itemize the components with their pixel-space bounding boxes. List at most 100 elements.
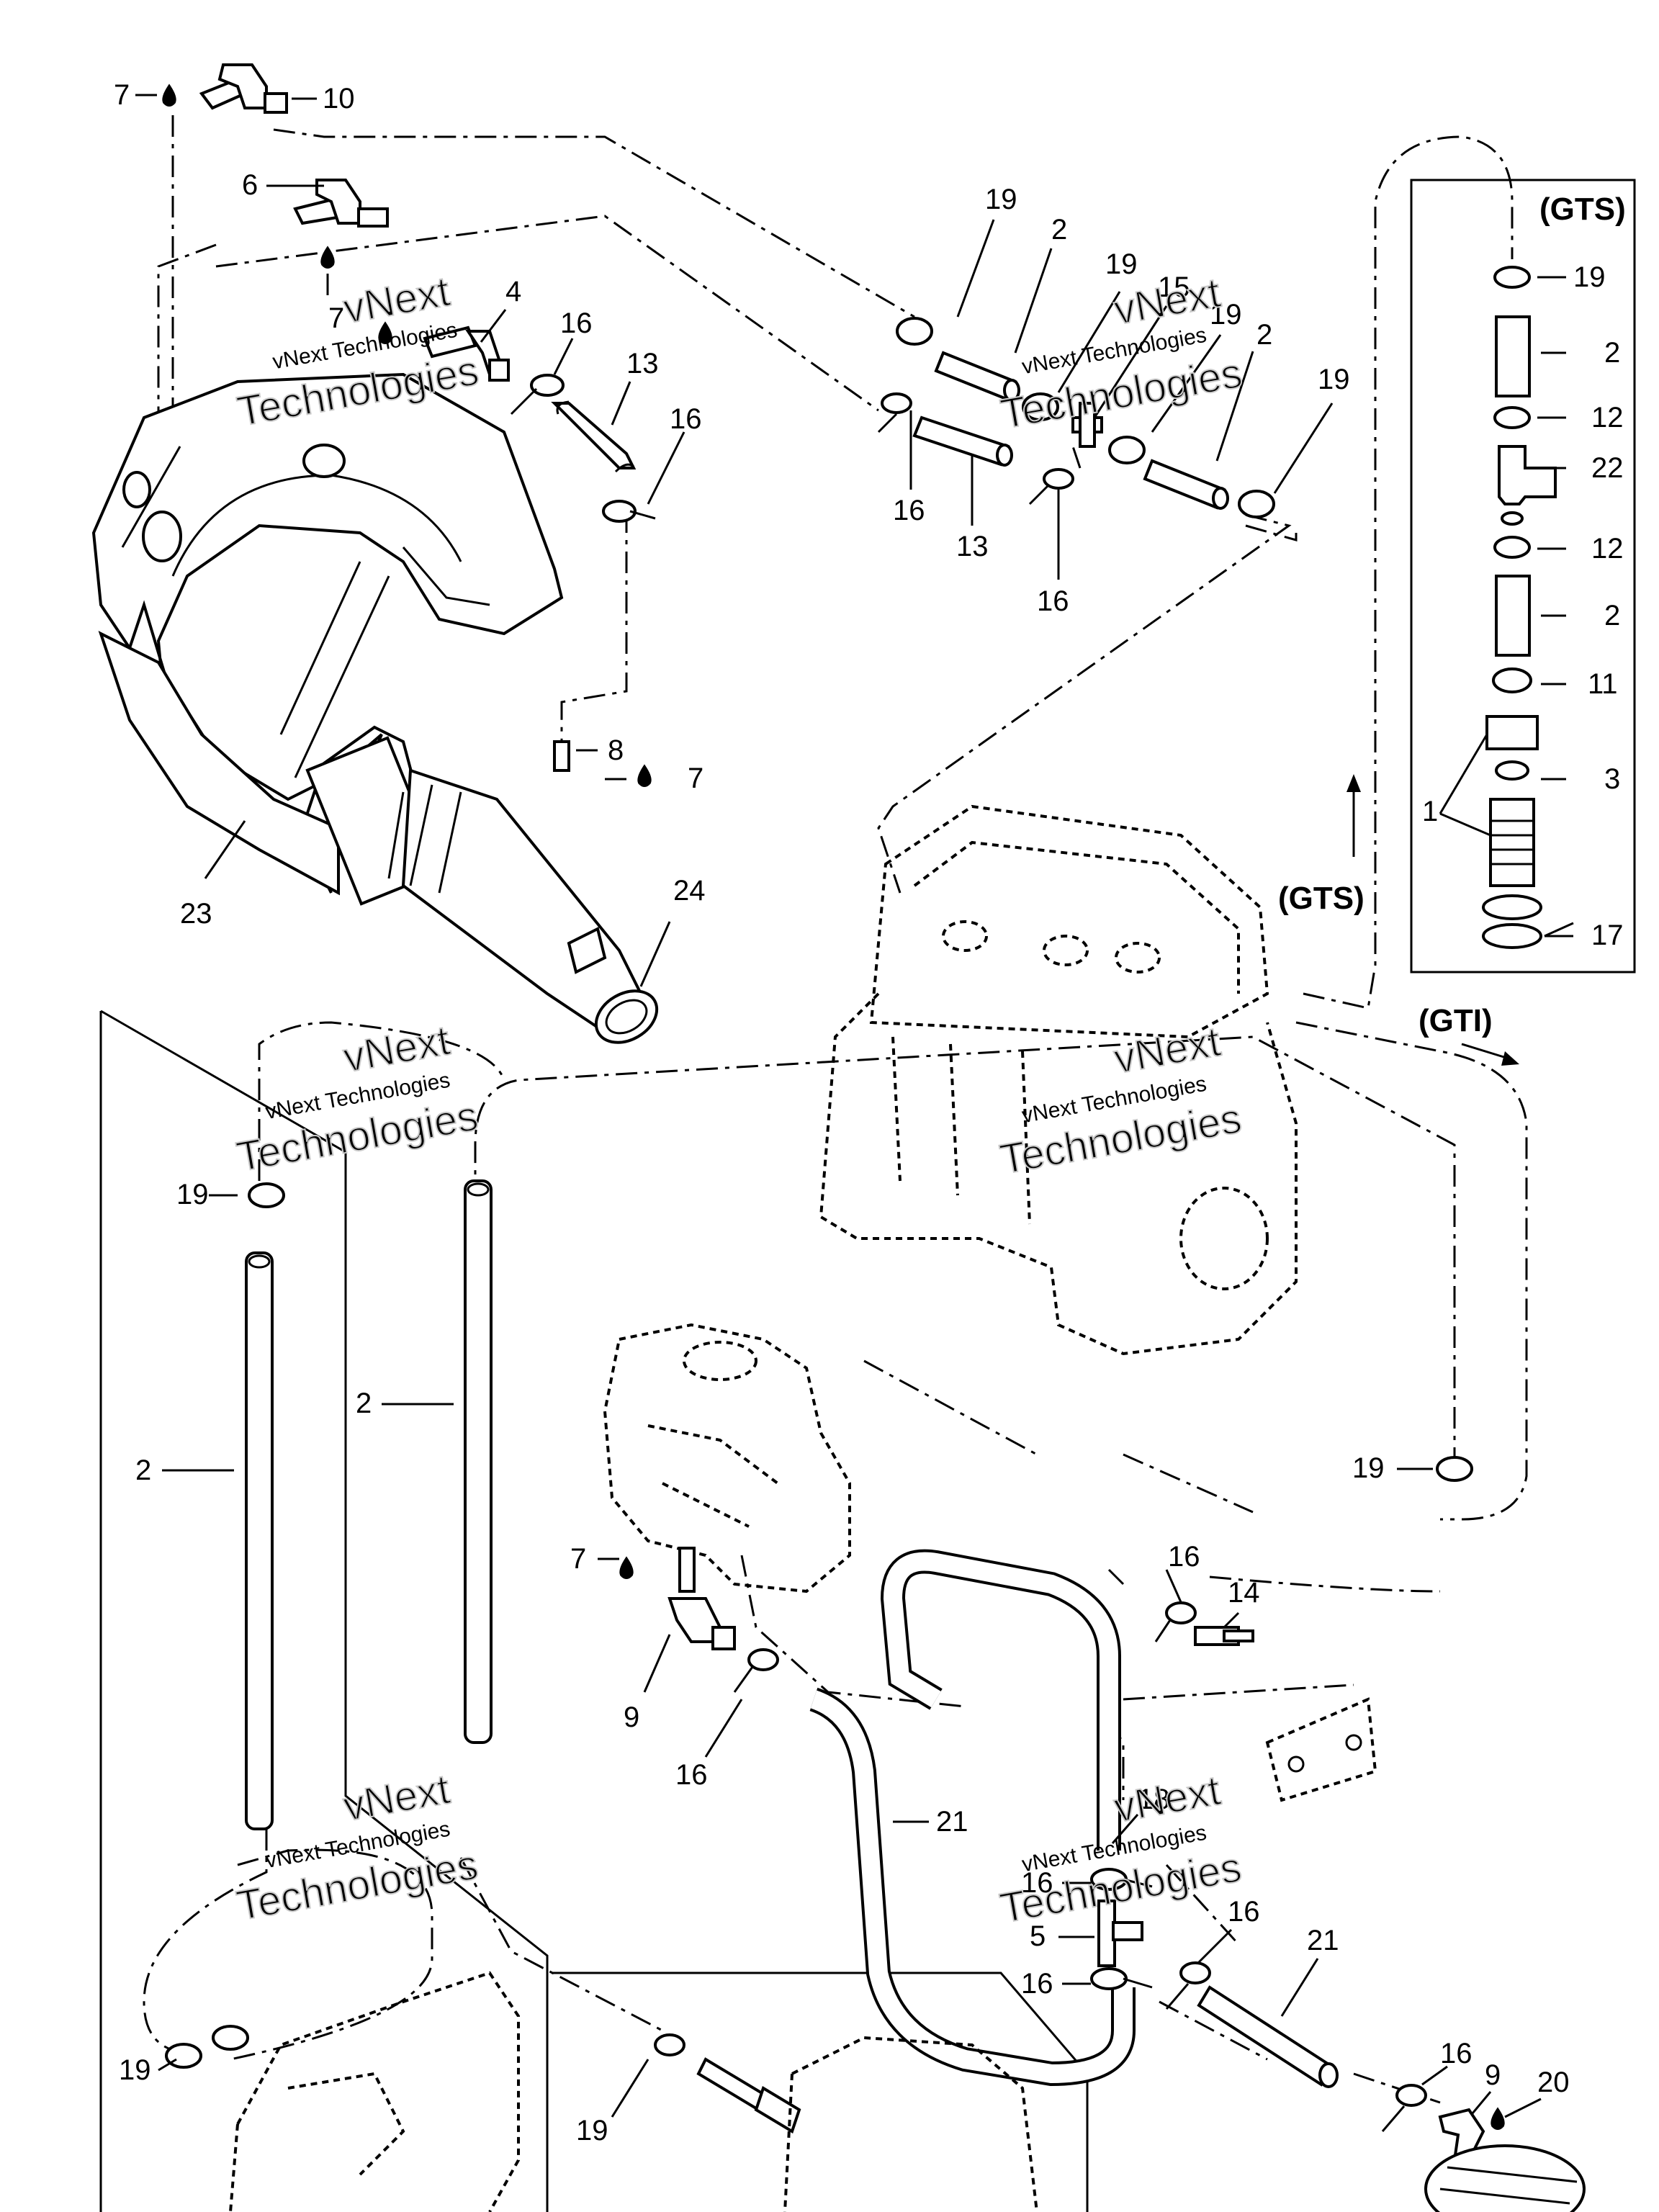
callout-21: 21 <box>936 1806 968 1838</box>
callout-labels: 7 10 6 7 4 16 13 16 8 7 23 24 19 2 19 15… <box>114 79 1626 2146</box>
callout-7: 7 <box>688 763 703 794</box>
callout-7: 7 <box>570 1543 586 1575</box>
exhaust-manifold-ghost-lower <box>229 1971 520 2212</box>
callout-22: 22 <box>1591 452 1624 484</box>
intake-ghost-lower <box>783 2036 1038 2212</box>
elbow-fitting-6 <box>293 179 389 228</box>
callout-15: 15 <box>1158 271 1190 303</box>
callout-19: 19 <box>1105 248 1138 280</box>
hose-13-top <box>912 415 1013 467</box>
callout-16: 16 <box>1037 585 1069 617</box>
callout-16: 16 <box>1228 1896 1260 1928</box>
hose-2-long-left <box>245 1179 493 1830</box>
fitting-14 <box>1194 1626 1254 1646</box>
fitting-8 <box>553 740 570 772</box>
pump-housing-ghost <box>603 1323 851 1593</box>
fitting-lower-mid <box>654 2033 801 2134</box>
elbow-fitting-10 <box>199 63 288 114</box>
engine-block-ghost <box>819 804 1298 1356</box>
hose-21-bent <box>809 1687 1136 2087</box>
hose-routing <box>128 115 1528 2104</box>
callout-9: 9 <box>1485 2059 1501 2091</box>
callout-2: 2 <box>1604 337 1620 369</box>
callout-13: 13 <box>626 348 659 379</box>
mounting-plate <box>1265 1697 1377 1802</box>
callout-23: 23 <box>180 898 212 930</box>
callout-2: 2 <box>1604 600 1620 631</box>
callout-16: 16 <box>1168 1541 1200 1573</box>
callout-16: 16 <box>560 307 593 339</box>
callout-19: 19 <box>176 1179 209 1210</box>
callout-16: 16 <box>1021 1968 1053 2000</box>
callout-17: 17 <box>1591 920 1624 951</box>
callout-16: 16 <box>670 403 702 435</box>
exhaust-pipe-23 <box>91 372 564 896</box>
callout-16: 16 <box>1021 1867 1053 1899</box>
clamp-19-lower-left <box>165 2025 249 2069</box>
hose-13-left <box>551 400 637 473</box>
clamp-16-lower <box>1090 1868 1427 2132</box>
callout-4: 4 <box>505 276 521 307</box>
exhaust-cone-24 <box>305 736 659 1044</box>
callout-19: 19 <box>1573 261 1606 293</box>
callout-12: 12 <box>1591 533 1624 565</box>
callout-16: 16 <box>1440 2038 1473 2069</box>
callout-2: 2 <box>1256 319 1272 351</box>
clamp-19-right <box>1436 1456 1473 1482</box>
callout-9: 9 <box>624 1701 639 1733</box>
callout-16: 16 <box>675 1759 708 1791</box>
diagram-frames <box>99 179 1636 2212</box>
callout-18: 18 <box>1138 1784 1170 1815</box>
callout-5: 5 <box>1030 1920 1046 1952</box>
clamp-19-top <box>896 317 1275 518</box>
clamp-16-mid <box>733 1601 1197 1693</box>
callout-24: 24 <box>673 875 706 907</box>
callout-2: 2 <box>135 1455 151 1486</box>
clamp-16-group-a <box>510 374 656 523</box>
leader-lines <box>135 94 1574 2118</box>
callout-16: 16 <box>893 495 925 526</box>
watermark-group-2: vNext vNext Technologies Technologies <box>997 269 1246 439</box>
watermark-group-3: vNext vNext Technologies Technologies <box>233 1016 482 1182</box>
callout-7: 7 <box>114 79 130 111</box>
svg-text:vNext: vNext <box>1110 1767 1223 1832</box>
hose-18-loop <box>880 1549 1125 1851</box>
callout-19: 19 <box>1352 1452 1385 1484</box>
gts-inset-parts <box>1482 266 1557 949</box>
callout-11: 11 <box>1588 668 1618 700</box>
callout-7: 7 <box>328 302 344 334</box>
callout-19: 19 <box>1210 299 1242 331</box>
svg-text:vNext: vNext <box>1110 269 1223 334</box>
elbow-fitting-9-left <box>667 1547 736 1650</box>
callout-1: 1 <box>1422 796 1438 827</box>
hose-21-straight <box>1197 1985 1339 2088</box>
callout-8: 8 <box>608 734 624 766</box>
callout-12: 12 <box>1591 402 1624 433</box>
gti-arrow-label: (GTI) <box>1419 1003 1493 1038</box>
callout-6: 6 <box>242 169 258 201</box>
jet-pump-ghost <box>1424 2144 1586 2212</box>
callout-19: 19 <box>1318 364 1350 395</box>
callout-3: 3 <box>1604 763 1620 795</box>
callout-21: 21 <box>1307 1925 1339 1956</box>
callout-13: 13 <box>956 531 989 562</box>
clamp-16-top <box>877 392 1074 505</box>
callout-19: 19 <box>985 184 1017 215</box>
sealant-drops <box>162 84 1505 2130</box>
tee-fitting-15 <box>1071 402 1103 448</box>
hose-2-top <box>934 351 1229 510</box>
callout-19: 19 <box>576 2115 608 2146</box>
callout-14: 14 <box>1228 1577 1260 1609</box>
gts-arrow-label: (GTS) <box>1278 881 1364 916</box>
callout-19: 19 <box>119 2054 151 2086</box>
gts-inset-title: (GTS) <box>1539 192 1626 227</box>
callout-2: 2 <box>356 1388 372 1419</box>
callout-20: 20 <box>1537 2067 1570 2098</box>
callout-2: 2 <box>1051 214 1067 246</box>
callout-10: 10 <box>323 83 355 114</box>
tee-fitting-5 <box>1097 1899 1143 1967</box>
elbow-fitting-4 <box>423 325 510 382</box>
watermark-group-4: vNext vNext Technologies Technologies <box>996 1017 1246 1184</box>
svg-text:vNext: vNext <box>1110 1018 1223 1083</box>
